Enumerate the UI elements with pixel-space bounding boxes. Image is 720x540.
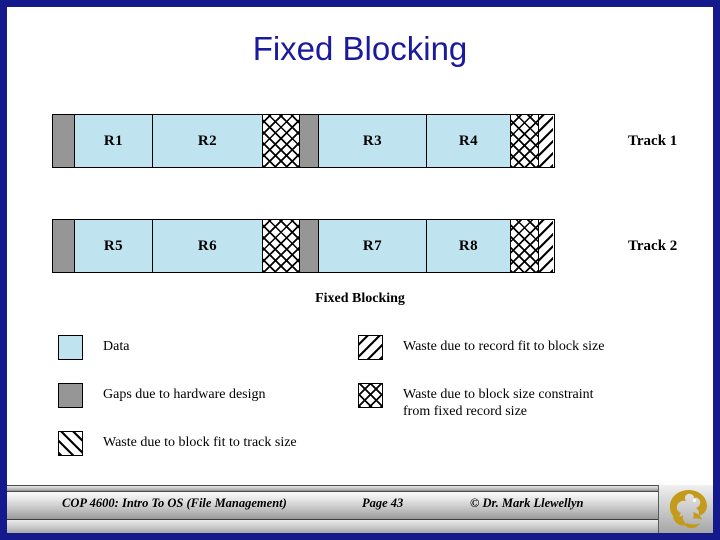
legend-label: Waste due to record fit to block size bbox=[403, 339, 605, 354]
record-label: R6 bbox=[197, 237, 218, 254]
track-1-diag-back-segment bbox=[539, 115, 553, 167]
track-1-record-r4: R4 bbox=[427, 115, 511, 167]
track-1-gap-segment bbox=[53, 115, 75, 167]
track-1-cross-segment bbox=[263, 115, 300, 167]
legend-swatch-data bbox=[58, 335, 83, 360]
record-label: R7 bbox=[362, 237, 383, 254]
track-2-label: Track 2 bbox=[628, 238, 678, 254]
legend-label: Gaps due to hardware design bbox=[103, 387, 266, 402]
track-row-1: R1 R2 R3 R4 bbox=[52, 114, 555, 168]
fixed-blocking-diagram: R1 R2 R3 R4 Track 1 R5 R6 R7 R8 Track 2 Fixed … bbox=[52, 114, 678, 479]
slide-border-left bbox=[0, 0, 7, 540]
legend-item: Waste due to record fit to block size bbox=[358, 335, 604, 360]
footer-course-label: COP 4600: Intro To OS (File Management) bbox=[62, 496, 287, 510]
page-title: Fixed Blocking bbox=[252, 30, 468, 67]
track-1-cross-segment bbox=[511, 115, 539, 167]
track-2-record-r7: R7 bbox=[319, 220, 427, 272]
ucf-pegasus-logo bbox=[658, 485, 713, 533]
track-2-record-r8: R8 bbox=[427, 220, 511, 272]
track-2-gap-segment bbox=[300, 220, 319, 272]
legend-swatch-cross bbox=[358, 383, 383, 408]
track-2-cross-segment bbox=[263, 220, 300, 272]
footer-rule-bottom bbox=[7, 520, 713, 533]
slide-border-top bbox=[0, 0, 720, 7]
record-label: R3 bbox=[362, 132, 383, 149]
legend-swatch-gap bbox=[58, 383, 83, 408]
slide-footer: COP 4600: Intro To OS (File Management) … bbox=[7, 485, 713, 533]
record-label: R2 bbox=[197, 132, 218, 149]
legend-item: Gaps due to hardware design bbox=[58, 383, 297, 408]
legend-label: Waste due to block fit to track size bbox=[103, 435, 297, 450]
track-2-diag-back-segment bbox=[539, 220, 553, 272]
legend-item: Waste due to block fit to track size bbox=[58, 431, 297, 456]
footer-copyright: © Dr. Mark Llewellyn bbox=[470, 496, 584, 510]
track-2-record-r6: R6 bbox=[153, 220, 263, 272]
slide-border-right bbox=[713, 0, 720, 540]
track-row-2: R5 R6 R7 R8 bbox=[52, 219, 555, 273]
track-2-record-r5: R5 bbox=[75, 220, 153, 272]
record-label: R4 bbox=[458, 132, 479, 149]
legend-label: Waste due to block size constraint from … bbox=[403, 387, 594, 419]
track-1-record-r3: R3 bbox=[319, 115, 427, 167]
legend-item: Waste due to block size constraint from … bbox=[358, 383, 604, 420]
figure-caption: Fixed Blocking bbox=[315, 291, 405, 306]
record-label: R5 bbox=[103, 237, 124, 254]
track-1-label: Track 1 bbox=[628, 133, 678, 149]
record-label: R1 bbox=[103, 132, 124, 149]
footer-page-number: Page 43 bbox=[362, 496, 404, 510]
track-2-gap-segment bbox=[53, 220, 75, 272]
record-label: R8 bbox=[458, 237, 479, 254]
track-1-record-r2: R2 bbox=[153, 115, 263, 167]
track-1-gap-segment bbox=[300, 115, 319, 167]
slide-border-bottom bbox=[0, 533, 720, 540]
legend-swatch-diag-back bbox=[358, 335, 383, 360]
track-1-record-r1: R1 bbox=[75, 115, 153, 167]
footer-band bbox=[7, 492, 713, 520]
footer-rule-top bbox=[7, 485, 713, 492]
track-2-cross-segment bbox=[511, 220, 539, 272]
legend-item: Data bbox=[58, 335, 297, 360]
legend-swatch-diag bbox=[58, 431, 83, 456]
legend-label: Data bbox=[103, 339, 130, 354]
